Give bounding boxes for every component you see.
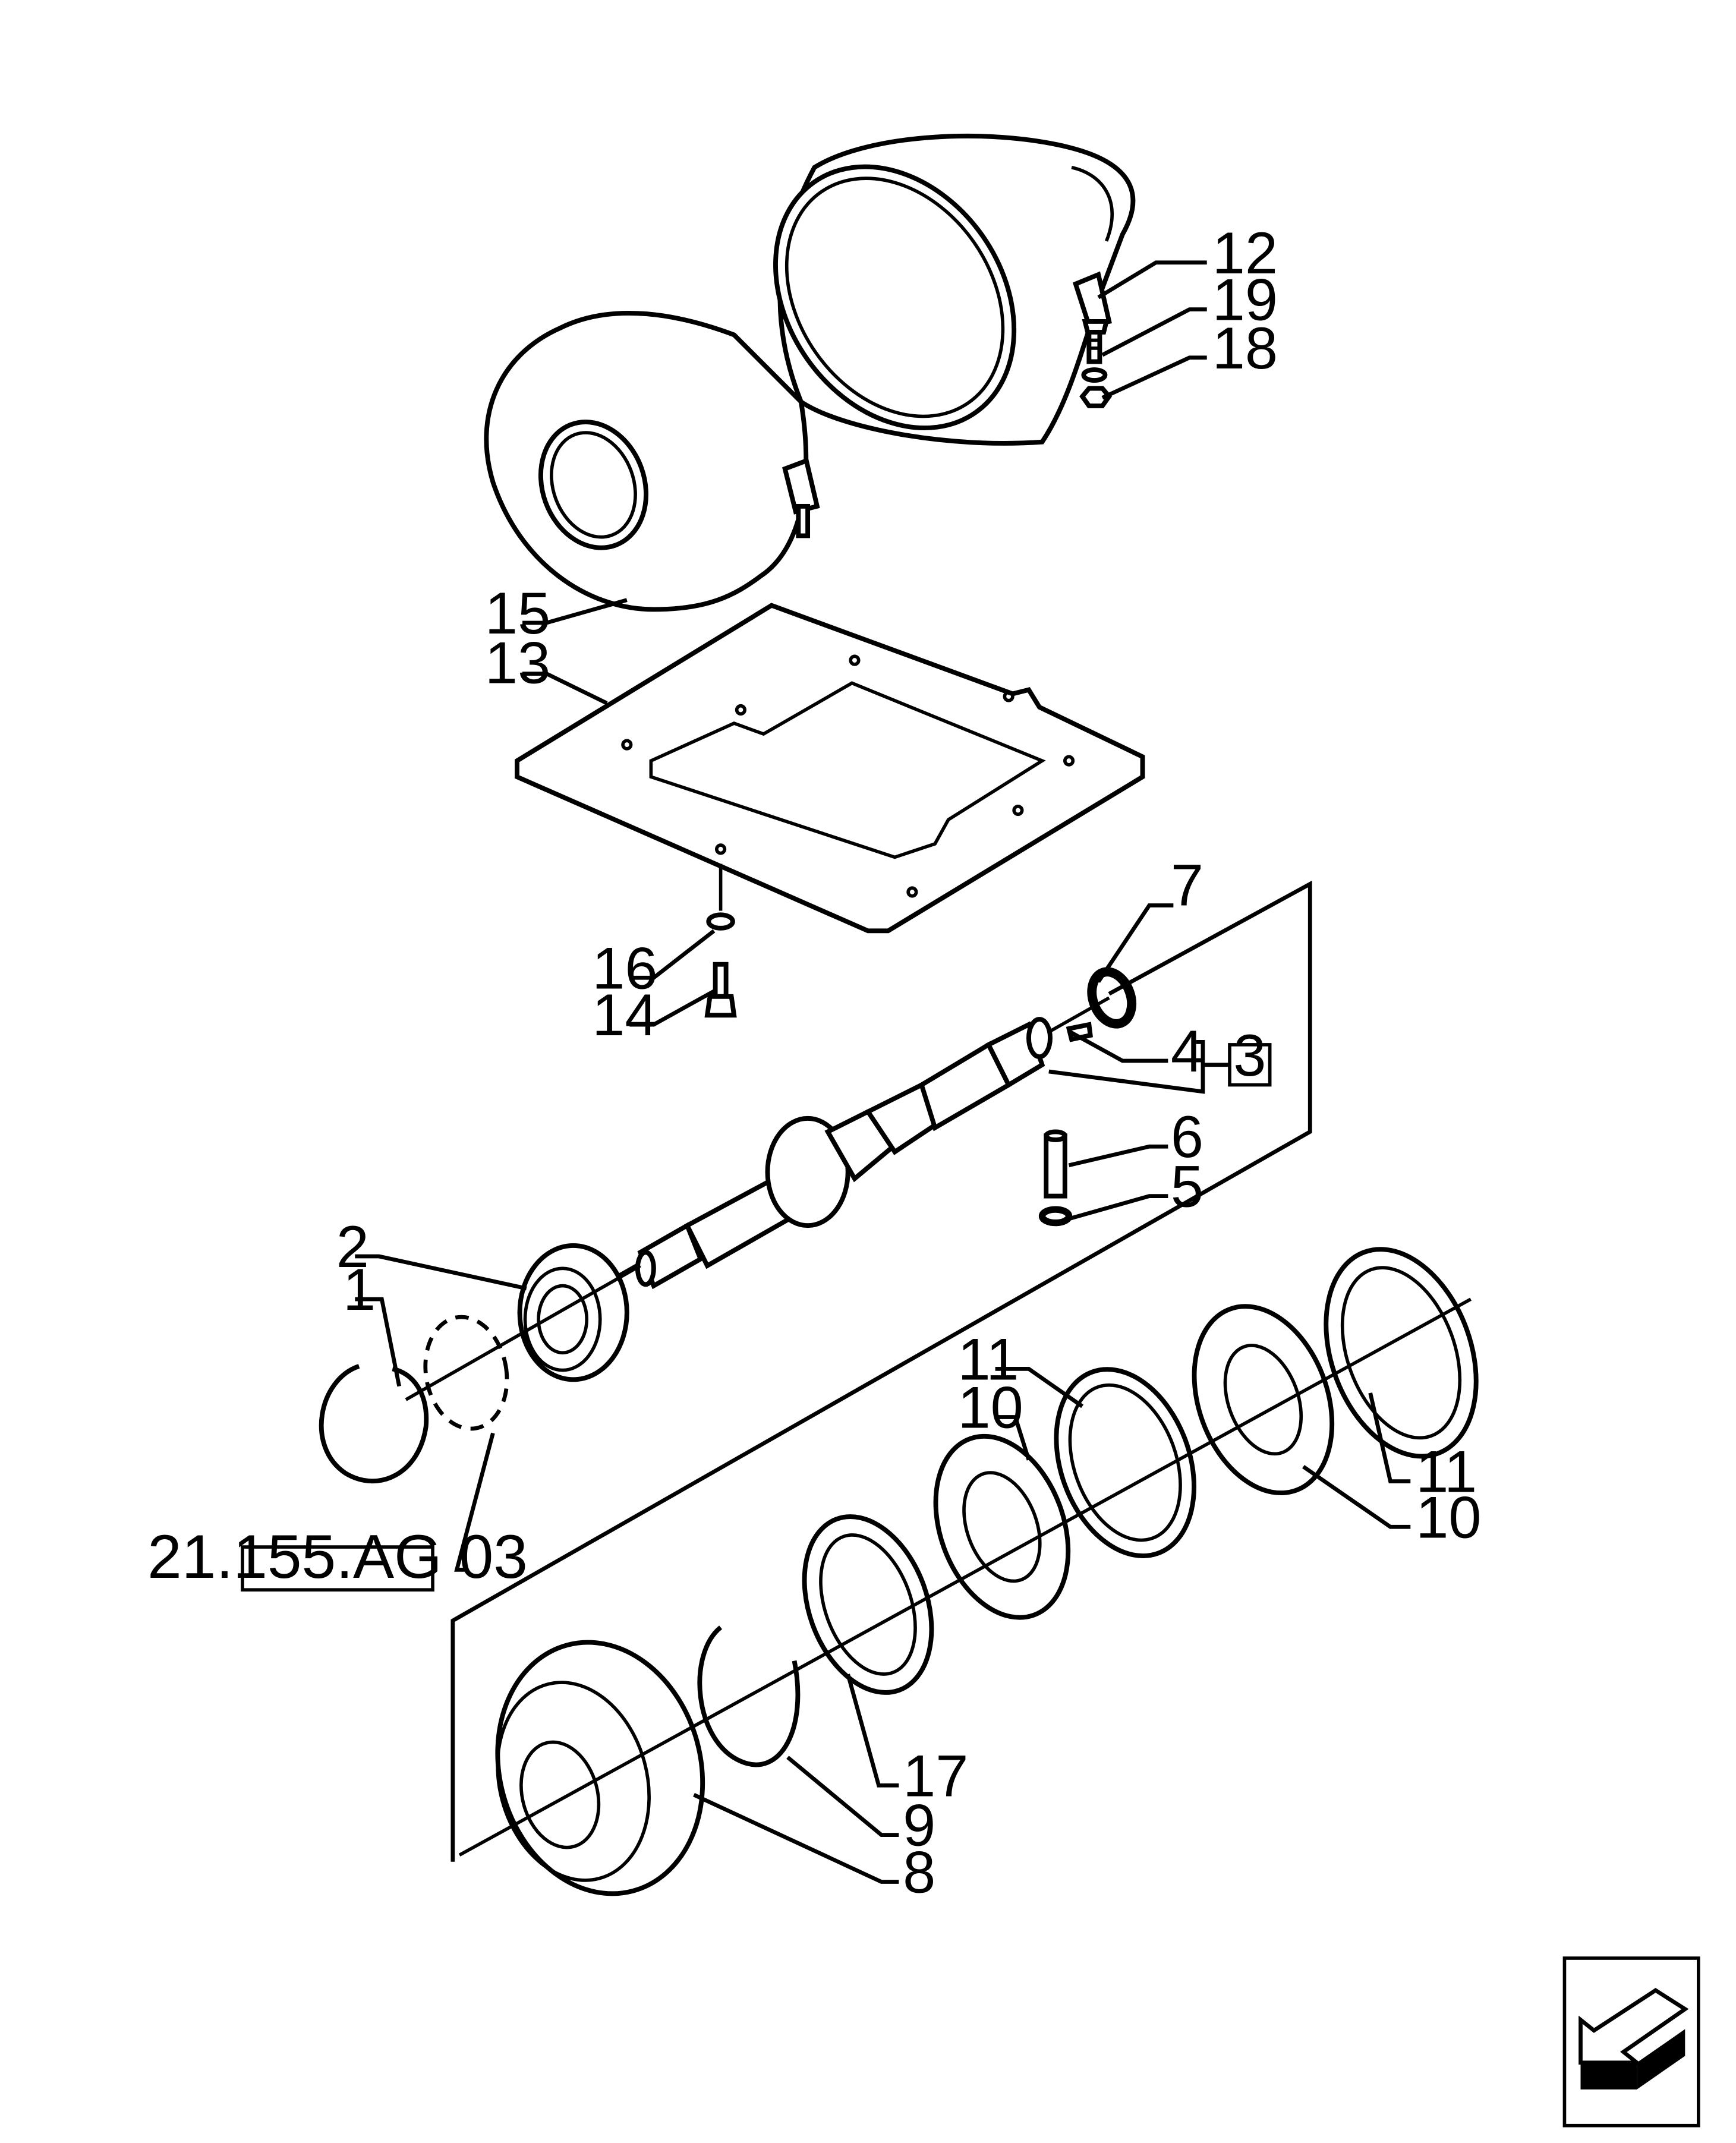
housing-15 xyxy=(484,310,820,612)
bolt-19 xyxy=(1086,329,1102,364)
steel-plate-11-right xyxy=(1324,1247,1479,1459)
shaft-4 xyxy=(599,996,1110,1290)
callout-11-right: 11 xyxy=(1416,1439,1477,1505)
pin-6 xyxy=(1044,1129,1067,1199)
shaft-group-frame xyxy=(450,880,1312,1862)
shim-ring-dashed xyxy=(423,1315,509,1431)
callout-19: 19 xyxy=(1212,267,1278,333)
callout-10-left: 10 xyxy=(958,1375,1023,1441)
callout-12: 12 xyxy=(1212,220,1278,286)
callout-8: 8 xyxy=(903,1840,935,1906)
callout-11-left: 11 xyxy=(958,1326,1019,1392)
snap-ring-1 xyxy=(319,1364,429,1484)
bearing-2 xyxy=(517,1243,629,1382)
arrow-back-icon[interactable] xyxy=(1562,1956,1700,2128)
callout-13: 13 xyxy=(485,630,550,696)
callout-5: 5 xyxy=(1171,1154,1203,1220)
callout-18: 18 xyxy=(1212,316,1278,382)
svg-text:21.155.AG 03: 21.155.AG 03 xyxy=(147,1522,528,1591)
gear-hub-8 xyxy=(495,1640,705,1896)
callout-10-right: 10 xyxy=(1416,1485,1481,1550)
lower-axis-line xyxy=(405,1264,641,1401)
callout-15: 15 xyxy=(485,581,550,647)
thrust-washer-17 xyxy=(802,1514,934,1695)
callout-6: 6 xyxy=(1171,1104,1203,1170)
callout-4: 4 xyxy=(1171,1019,1203,1085)
friction-disc-10-right xyxy=(1192,1304,1335,1496)
callout-1: 1 xyxy=(343,1257,376,1323)
clutch-axis-line xyxy=(458,1297,1472,1857)
bell-housing-upper xyxy=(773,133,1136,446)
callout-7: 7 xyxy=(1171,853,1203,919)
callout-9: 9 xyxy=(903,1793,935,1859)
washer-16 xyxy=(706,912,735,931)
svg-text:3: 3 xyxy=(1233,1023,1266,1089)
friction-disc-10-left xyxy=(933,1433,1071,1620)
cross-reference-21-155-ag-03[interactable]: 21.155.AG 03 xyxy=(147,1522,528,1592)
callout-17: 17 xyxy=(903,1743,968,1809)
o-ring-7 xyxy=(1087,967,1136,1029)
o-ring-5 xyxy=(1038,1206,1073,1227)
washer-19 xyxy=(1081,367,1108,383)
bolt-14 xyxy=(704,962,737,1018)
kit-reference-3[interactable]: 3 xyxy=(1228,1023,1272,1089)
callout-2: 2 xyxy=(336,1214,369,1280)
callout-16: 16 xyxy=(592,935,657,1001)
callout-14: 14 xyxy=(592,982,657,1048)
leader-lines xyxy=(355,260,1411,1884)
plate-13 xyxy=(515,603,1145,934)
